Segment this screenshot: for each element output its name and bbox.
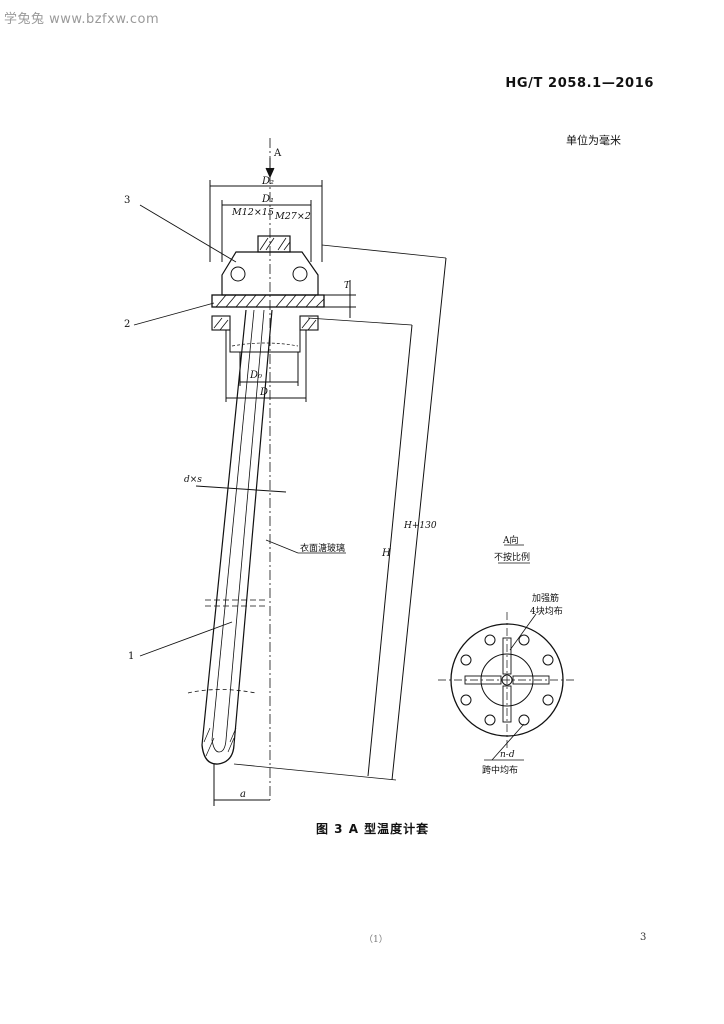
bolt-hole-right <box>292 266 308 282</box>
view-arrow-head <box>265 167 275 179</box>
page-number: 3 <box>640 932 647 943</box>
dim-dxs-line <box>195 485 287 493</box>
thread-right-label: M27×2 <box>274 211 311 222</box>
callout-2-label: 2 <box>124 319 130 330</box>
rib-note-1: 加强筋 <box>532 592 559 604</box>
bolt-hole-left <box>230 266 246 282</box>
detail-view-a <box>438 544 576 761</box>
detail-view-subtitle: 不按比例 <box>494 551 530 563</box>
unit-note: 单位为毫米 <box>566 134 621 147</box>
callout-2-leader <box>133 302 215 326</box>
dim-t-label: T <box>344 281 351 291</box>
dim-dxs-label: d×s <box>184 475 202 485</box>
thread-left-label: M12×15 <box>231 207 274 218</box>
dim-d-label: D <box>259 387 268 398</box>
dim-d0-label: D₀ <box>249 370 262 381</box>
callout-3-label: 3 <box>124 195 130 206</box>
dim-d2-label: D₂ <box>261 176 274 187</box>
dim-d1-label: D₁ <box>261 194 274 205</box>
tube-outer-left <box>201 309 247 746</box>
dim-h130-label: H+130 <box>403 521 437 531</box>
tube-outer-right <box>233 309 273 746</box>
dim-a-label: a <box>240 789 246 800</box>
callout-1-label: 1 <box>128 651 134 662</box>
tube-bottom <box>201 744 235 765</box>
lower-collar-left <box>211 315 231 331</box>
view-arrow-label: A <box>273 148 282 159</box>
surface-note: 衣面溏玻璃 <box>300 542 345 554</box>
callout-1-leader <box>139 621 233 657</box>
standard-number: HG/T 2058.1—2016 <box>505 76 654 91</box>
dim-h-line <box>367 324 413 777</box>
flange-plate <box>211 294 325 308</box>
tube-inner-left <box>211 309 255 741</box>
watermark: 学兔兔 www.bzfxw.com <box>4 12 160 27</box>
dim-h-label: H <box>381 548 391 559</box>
holes-note: 跨中均布 <box>482 764 518 776</box>
callout-3-leader <box>139 204 237 263</box>
rib-note-2: 4块均布 <box>530 605 563 617</box>
detail-view-title: A向 <box>502 534 519 546</box>
footer-mark: （1） <box>364 935 388 945</box>
dim-h130-line <box>391 257 447 781</box>
tube-inner-right <box>225 309 265 741</box>
figure-caption: 图 3 A 型温度计套 <box>316 822 430 836</box>
nozzle-body <box>229 316 301 353</box>
thread-neck <box>257 235 291 253</box>
holes-label: n-d <box>500 750 515 760</box>
